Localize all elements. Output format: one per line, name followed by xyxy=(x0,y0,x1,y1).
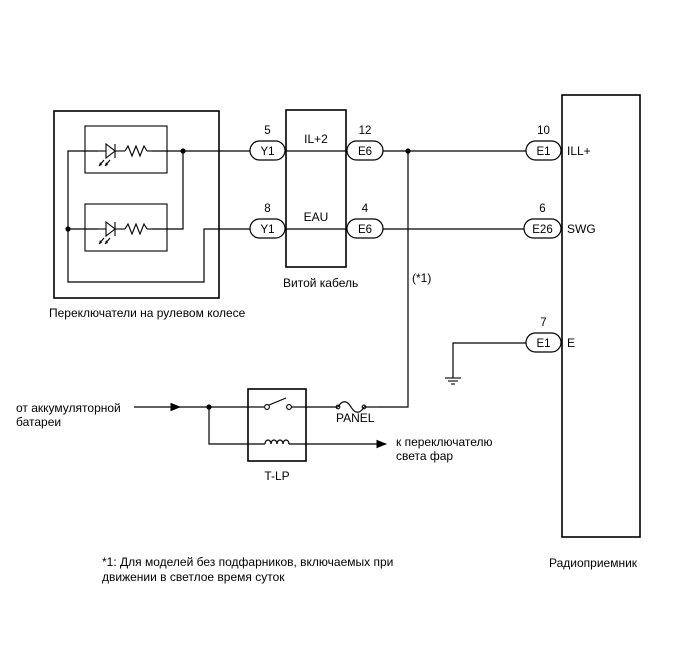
pin-number: 5 xyxy=(264,125,270,137)
panel-fuse: PANEL xyxy=(306,401,378,425)
battery-feed: от аккумуляторной батареи xyxy=(16,401,248,445)
terminal-e: E xyxy=(567,336,575,350)
circuit-label-eau: EAU xyxy=(304,210,329,224)
terminal-swg: SWG xyxy=(567,222,596,236)
circuit-label-il2: IL+2 xyxy=(304,132,328,146)
footnote-line2: движении в светлое время суток xyxy=(102,570,285,584)
pin-number: 12 xyxy=(359,125,372,137)
pin-number: 6 xyxy=(539,203,545,215)
connector-name: E6 xyxy=(358,146,372,158)
terminal-ill: ILL+ xyxy=(567,144,591,158)
fuse-label: PANEL xyxy=(336,411,375,425)
connector-name: Y1 xyxy=(260,224,274,236)
pin-number: 8 xyxy=(264,203,270,215)
headlight-switch-label-line2: света фар xyxy=(396,449,453,463)
spiral-cable-label: Витой кабель xyxy=(283,276,358,290)
battery-label-line1: от аккумуляторной xyxy=(16,401,121,415)
connector-name: Y1 xyxy=(260,146,274,158)
switch-assembly-label: Переключатели на рулевом колесе xyxy=(49,306,246,320)
connector-y1-pin8: Y1 8 xyxy=(249,203,286,239)
wire-panel-feed xyxy=(378,151,409,408)
relay-outline xyxy=(247,388,307,462)
headlight-switch-label-line1: к переключателю xyxy=(396,435,493,449)
radio-label: Радиоприемник xyxy=(549,556,638,570)
connector-e6-pin4: E6 4 xyxy=(346,203,384,239)
connector-e1-pin10: E1 10 xyxy=(525,125,562,161)
connector-name: E6 xyxy=(358,224,372,236)
relay-label: T-LP xyxy=(264,469,289,483)
steering-wheel-switches: Переключатели на рулевом колесе xyxy=(49,110,250,320)
note-reference: (*1) xyxy=(412,271,431,285)
spiral-cable: IL+2 EAU Витой кабель xyxy=(283,109,358,290)
radio-outline xyxy=(561,94,641,538)
connector-e1-pin7: E1 7 xyxy=(525,317,562,353)
spiral-cable-outline xyxy=(285,109,347,268)
connector-e6-pin12: E6 12 xyxy=(346,125,384,161)
pin-number: 4 xyxy=(362,203,369,215)
battery-label-line2: батареи xyxy=(16,415,61,429)
tlp-relay: T-LP xyxy=(247,388,307,483)
radio-receiver: ILL+ SWG E Радиоприемник xyxy=(549,94,641,570)
connector-y1-pin5: Y1 5 xyxy=(249,125,286,161)
ground-icon xyxy=(445,342,526,385)
audio-switch-module xyxy=(84,203,168,252)
footnote-line1: *1: Для моделей без подфарников, включае… xyxy=(102,555,393,569)
pin-number: 7 xyxy=(540,317,546,329)
connector-name: E1 xyxy=(536,338,550,350)
pin-number: 10 xyxy=(537,125,550,137)
connector-name: E1 xyxy=(536,146,550,158)
connector-name: E26 xyxy=(532,224,552,236)
connector-e26-pin6: E26 6 xyxy=(523,203,562,239)
illumination-led-module xyxy=(84,125,168,174)
headlight-switch-feed: к переключателю света фар xyxy=(306,435,493,463)
